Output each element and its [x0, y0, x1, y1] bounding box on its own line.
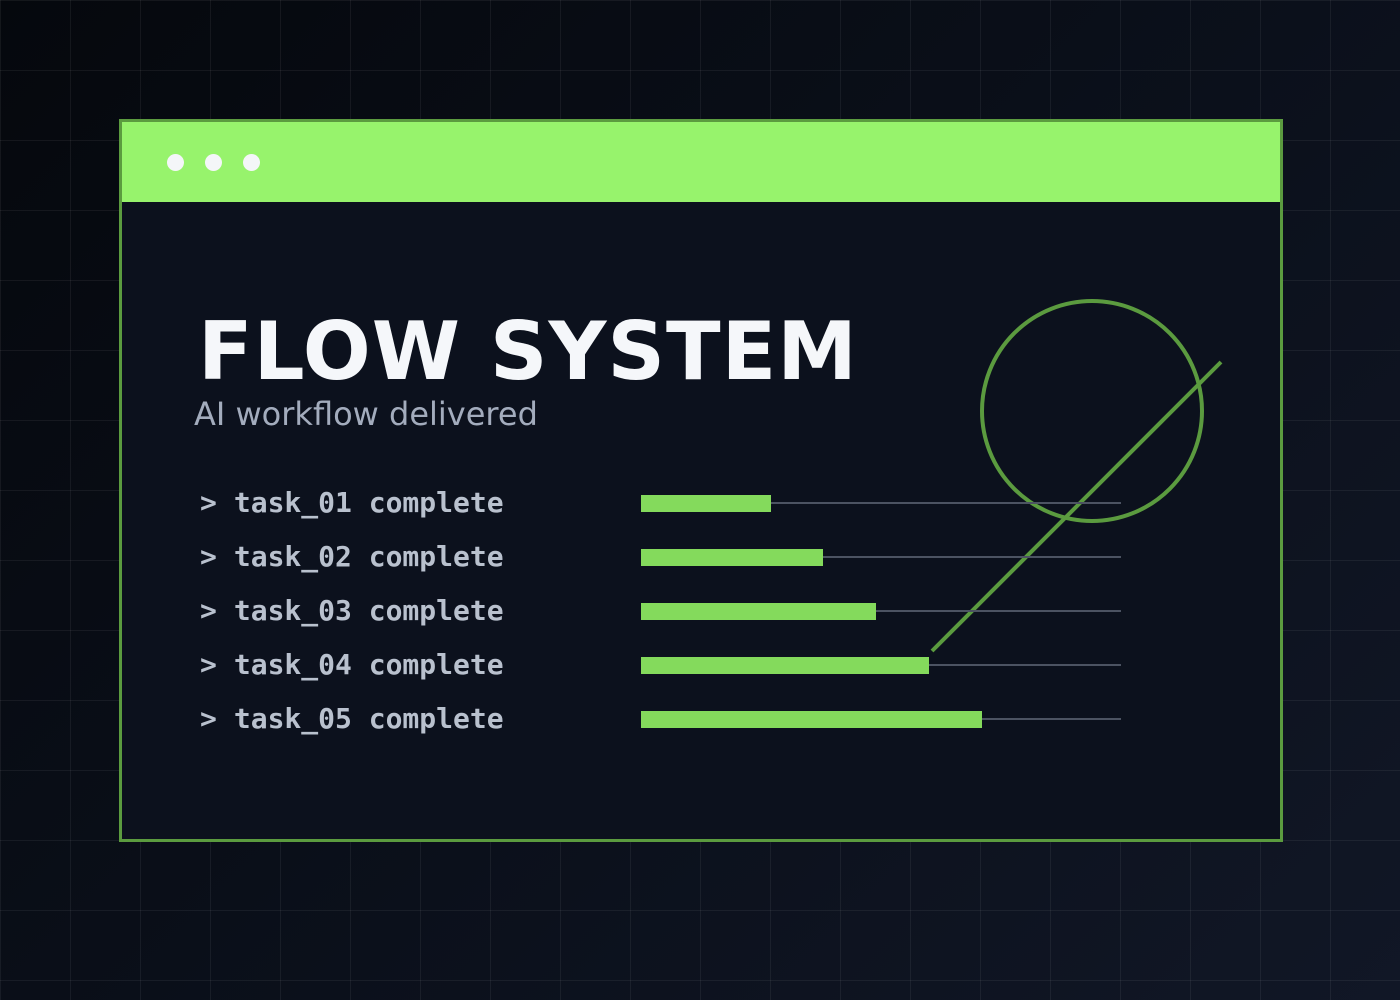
task-label: task_05 complete — [233, 702, 504, 735]
progress-fill — [641, 495, 771, 512]
task-row: > task_04 complete — [200, 649, 504, 681]
task-row: > task_03 complete — [200, 595, 504, 627]
progress-track — [641, 556, 1121, 558]
task-row: > task_02 complete — [200, 541, 504, 573]
progress-track — [641, 502, 1121, 504]
progress-fill — [641, 603, 876, 620]
prompt-chevron-icon: > — [200, 486, 217, 519]
window-dot-3[interactable] — [243, 154, 260, 171]
window-dot-1[interactable] — [167, 154, 184, 171]
progress-fill — [641, 549, 823, 566]
task-row: > task_01 complete — [200, 487, 504, 519]
decorative-circle-icon — [980, 299, 1204, 523]
page-title: FLOW SYSTEM — [198, 305, 858, 398]
app-window: FLOW SYSTEM AI workflow delivered > task_… — [119, 119, 1283, 842]
task-label: task_04 complete — [233, 648, 504, 681]
prompt-chevron-icon: > — [200, 540, 217, 573]
task-label: task_03 complete — [233, 594, 504, 627]
task-row: > task_05 complete — [200, 703, 504, 735]
task-label: task_02 complete — [233, 540, 504, 573]
decorative-slash-line — [930, 360, 1223, 653]
prompt-chevron-icon: > — [200, 702, 217, 735]
window-dot-2[interactable] — [205, 154, 222, 171]
progress-fill — [641, 711, 982, 728]
progress-track — [641, 610, 1121, 612]
window-titlebar — [122, 122, 1280, 202]
page-subtitle: AI workflow delivered — [194, 395, 538, 433]
decorative-graphic — [930, 299, 1223, 653]
task-label: task_01 complete — [233, 486, 504, 519]
prompt-chevron-icon: > — [200, 648, 217, 681]
prompt-chevron-icon: > — [200, 594, 217, 627]
progress-fill — [641, 657, 929, 674]
